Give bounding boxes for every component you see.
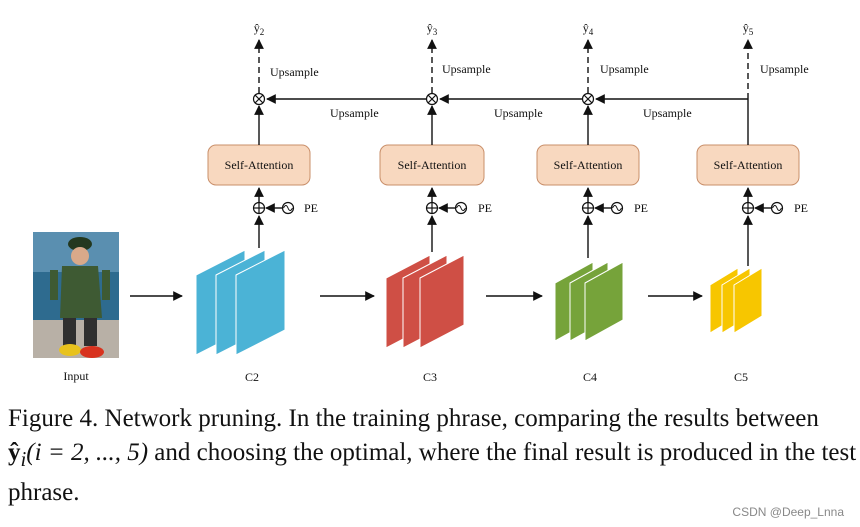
stage-label-c2: C2: [245, 370, 259, 384]
upsample-label: Upsample: [270, 65, 319, 79]
column-c4: PE Self-Attention Upsample ŷ4: [536, 21, 649, 258]
self-attention-label: Self-Attention: [398, 158, 467, 172]
upsample-label: Upsample: [600, 62, 649, 76]
input-label: Input: [63, 369, 89, 383]
feature-stack-c5: [709, 267, 763, 334]
caption-lead: Figure 4. Network pruning. In the traini…: [8, 405, 819, 432]
output-y2: ŷ2: [254, 21, 265, 37]
column-c2: PE Self-Attention Upsample ŷ2: [207, 21, 319, 248]
input-image: [33, 232, 119, 358]
feature-stack-c2: [195, 249, 286, 356]
output-y3: ŷ3: [427, 21, 438, 37]
upsample-label: Upsample: [760, 62, 809, 76]
pe-label: PE: [634, 201, 648, 215]
caption-math: ŷi(i = 2, ..., 5): [8, 439, 149, 471]
feature-stack-c3: [385, 254, 465, 349]
column-c5: PE Self-Attention Upsample ŷ5: [696, 21, 809, 266]
upsample-label: Upsample: [442, 62, 491, 76]
output-y4: ŷ4: [583, 21, 594, 37]
stage-label-c3: C3: [423, 370, 437, 384]
network-pruning-figure: Input C2 C3 C4 C5 PE Sel: [33, 21, 809, 384]
stage-label-c5: C5: [734, 370, 748, 384]
column-c3: PE Self-Attention Upsample ŷ3: [379, 21, 492, 252]
self-attention-label: Self-Attention: [714, 158, 783, 172]
self-attention-label: Self-Attention: [225, 158, 294, 172]
output-y5: ŷ5: [743, 21, 754, 37]
pe-label: PE: [794, 201, 808, 215]
upsample-label: Upsample: [643, 106, 692, 120]
stage-label-c4: C4: [583, 370, 597, 384]
feature-stack-c4: [554, 261, 624, 342]
upsample-label: Upsample: [330, 106, 379, 120]
upsample-label: Upsample: [494, 106, 543, 120]
pe-label: PE: [304, 201, 318, 215]
caption-tail: and choosing the optimal, where the fina…: [8, 439, 857, 506]
watermark: CSDN @Deep_Lnna: [732, 505, 844, 519]
self-attention-label: Self-Attention: [554, 158, 623, 172]
figure-caption: Figure 4. Network pruning. In the traini…: [8, 402, 858, 510]
pe-label: PE: [478, 201, 492, 215]
